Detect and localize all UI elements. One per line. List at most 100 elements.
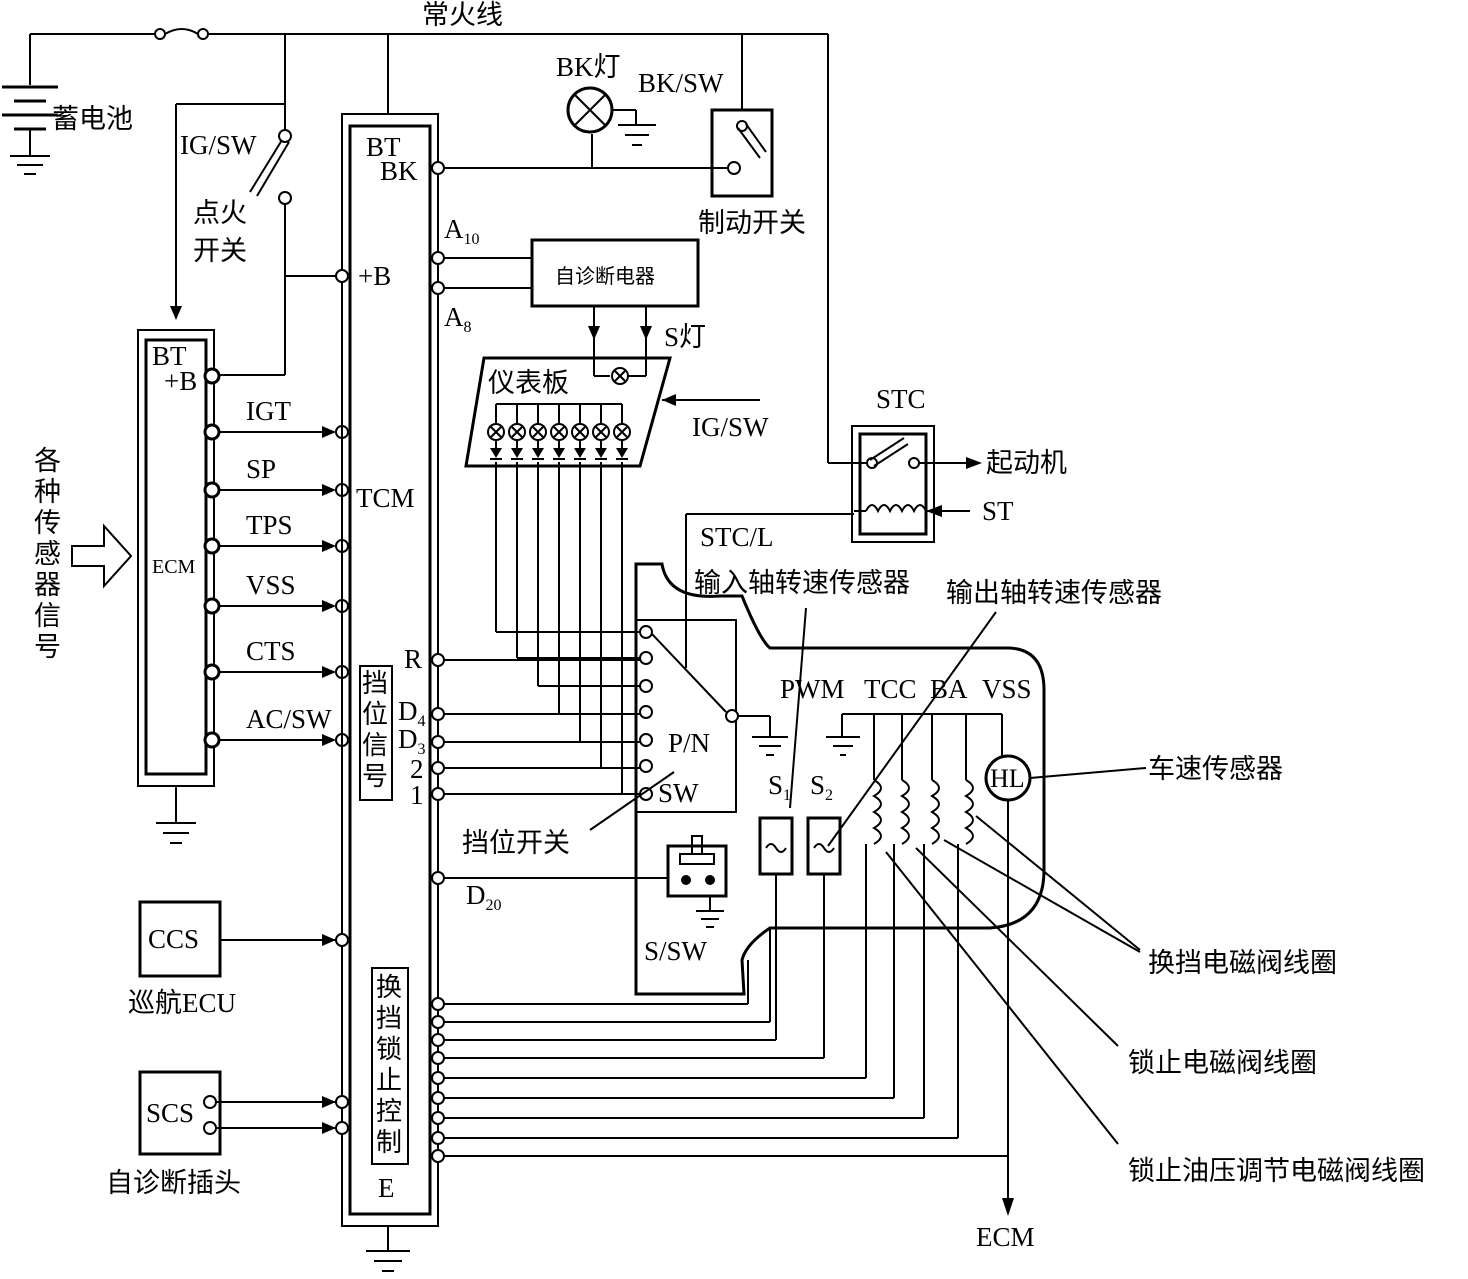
- dashboard-diode-icon: [553, 448, 565, 458]
- dashboard-diode-icon: [532, 448, 544, 458]
- ecm-pin-vss: [203, 597, 221, 615]
- ecm-wire-arrow: [322, 484, 336, 496]
- st-label: ST: [982, 496, 1014, 526]
- output-sensor-pointer: [827, 611, 997, 847]
- transmission-housing: [634, 562, 1046, 996]
- tcm-d3-label: D3: [398, 724, 426, 758]
- ignition-switch: [170, 34, 338, 376]
- s-sw-switch: [431, 835, 728, 928]
- ecm-pin-ac-sw: [203, 731, 221, 749]
- tcm-label: TCM: [356, 483, 415, 513]
- dashboard-igsw-label: IG/SW: [692, 412, 769, 442]
- diag-plug-label: 自诊断插头: [106, 1168, 241, 1198]
- ecm-wire-arrow: [322, 600, 336, 612]
- ecm-signal-lines: IGT SP TPS VSS CTS AC/SW: [203, 396, 349, 749]
- dashboard-lamp-cross: [532, 426, 544, 438]
- tcm-r-label: R: [404, 644, 422, 674]
- tcm-2-label: 2: [410, 754, 424, 784]
- cruise-ecu-label: 巡航ECU: [128, 988, 236, 1018]
- dashboard-lamp-cross: [616, 426, 628, 438]
- dashboard-lamp-cross: [574, 426, 586, 438]
- stc-l-label: STC/L: [700, 522, 774, 552]
- ecm-wire-arrow: [322, 734, 336, 746]
- always-hot-wire: [30, 28, 870, 464]
- ecm-pin-label: TPS: [246, 510, 293, 540]
- tcm-bk-label: BK: [380, 156, 418, 186]
- ecm-pin-igt: [203, 423, 221, 441]
- ecm-pin-cts: [203, 663, 221, 681]
- dashboard-diode-icon: [616, 448, 628, 458]
- tcm-1-label: 1: [410, 780, 424, 810]
- ecm-pin-label: AC/SW: [246, 704, 332, 734]
- dashboard-diode-icon: [511, 448, 523, 458]
- ecm-wire-arrow: [322, 540, 336, 552]
- shift-lock-control-box: [371, 967, 409, 1165]
- shift-solenoid-label: 换挡电磁阀线圈: [1148, 948, 1337, 978]
- tcm-d20-label: D20: [466, 880, 502, 914]
- s-lamp-label: S灯: [664, 322, 706, 352]
- ecm-pin-sp: [203, 481, 221, 499]
- lockup-solenoid-label: 锁止电磁阀线圈: [1128, 1048, 1317, 1078]
- stc-label: STC: [876, 384, 926, 414]
- shift-lock-control-label: 换挡锁止控制: [376, 973, 402, 1157]
- self-diag-wiring: [431, 238, 700, 385]
- tcm-d4-label: D4: [398, 696, 426, 730]
- scs-box: [138, 1070, 349, 1156]
- dashboard-lamp-cross: [490, 426, 502, 438]
- brake-switch-label: 制动开关: [698, 208, 806, 238]
- dashboard-lamps: [487, 403, 631, 460]
- ecm-box-label: ECM: [152, 556, 196, 578]
- lockup-pressure-solenoid-label: 锁止油压调节电磁阀线圈: [1128, 1156, 1425, 1186]
- ecm-wire-arrow: [322, 426, 336, 438]
- ecm-pin-label: IGT: [246, 396, 291, 426]
- dashboard-label: 仪表板: [488, 368, 569, 398]
- s-sw-label: S/SW: [644, 936, 708, 966]
- tcm-a10-label: A10: [444, 214, 480, 248]
- brake-wiring: [431, 34, 743, 175]
- ecm-pin-label: VSS: [246, 570, 296, 600]
- ecm-plusb-pin: [203, 367, 221, 385]
- output-shaft-sensor-label: 输出轴转速传感器: [946, 578, 1162, 608]
- stc-relay: [685, 425, 982, 668]
- ecm-pin-label: CTS: [246, 636, 296, 666]
- bk-lamp-icon: [566, 86, 656, 146]
- ecm-plusb-label: +B: [164, 366, 197, 396]
- dashboard-igsw-arrow: [662, 394, 676, 406]
- dashboard-diode-icon: [490, 448, 502, 458]
- speed-sensor-label: 车速传感器: [1148, 754, 1283, 784]
- gear-switch-pointer: [589, 771, 675, 831]
- gear-signal-wires: [431, 653, 640, 801]
- vss-top-label: VSS: [982, 674, 1032, 704]
- sensor-input-arrow: [71, 523, 133, 589]
- always-hot-label: 常火线: [422, 0, 503, 30]
- ecm-box: [137, 329, 215, 844]
- ignition-switch-label-2: 开关: [193, 236, 247, 266]
- dashboard-diode-icon: [574, 448, 586, 458]
- pwm-label: PWM: [780, 674, 845, 704]
- tcm-box: [341, 34, 439, 1272]
- tcm-plusb-label: +B: [358, 261, 391, 291]
- tcm-bt-label: BT: [366, 132, 401, 162]
- dashboard-lamp-cross: [553, 426, 565, 438]
- sensors-signal-label: 各种传感器信号: [34, 446, 61, 662]
- input-sensor-pointer: [789, 607, 807, 809]
- hl-label: HL: [990, 764, 1025, 793]
- sw-label: SW: [658, 778, 699, 808]
- ecm-pin-label: SP: [246, 454, 276, 484]
- s1-solenoid: S1: [758, 770, 794, 876]
- ecm-pin-tps: [203, 537, 221, 555]
- ecm-bottom-label: ECM: [976, 1222, 1035, 1252]
- starter-label: 起动机: [986, 448, 1067, 478]
- tcm-solenoid-wires: [431, 800, 1014, 1216]
- tcm-e-label: E: [378, 1173, 395, 1203]
- dashboard-gear-wires: [495, 462, 640, 794]
- tcm-a8-label: A8: [444, 302, 472, 336]
- dashboard-diode-icon: [595, 448, 607, 458]
- scs-label: SCS: [146, 1098, 194, 1128]
- gear-switch-contacts: [639, 625, 788, 801]
- bk-lamp-label: BK灯: [556, 52, 621, 82]
- s2-solenoid: S2: [806, 770, 842, 876]
- gear-signal-box: [359, 665, 393, 801]
- svg-text:S2: S2: [810, 770, 833, 804]
